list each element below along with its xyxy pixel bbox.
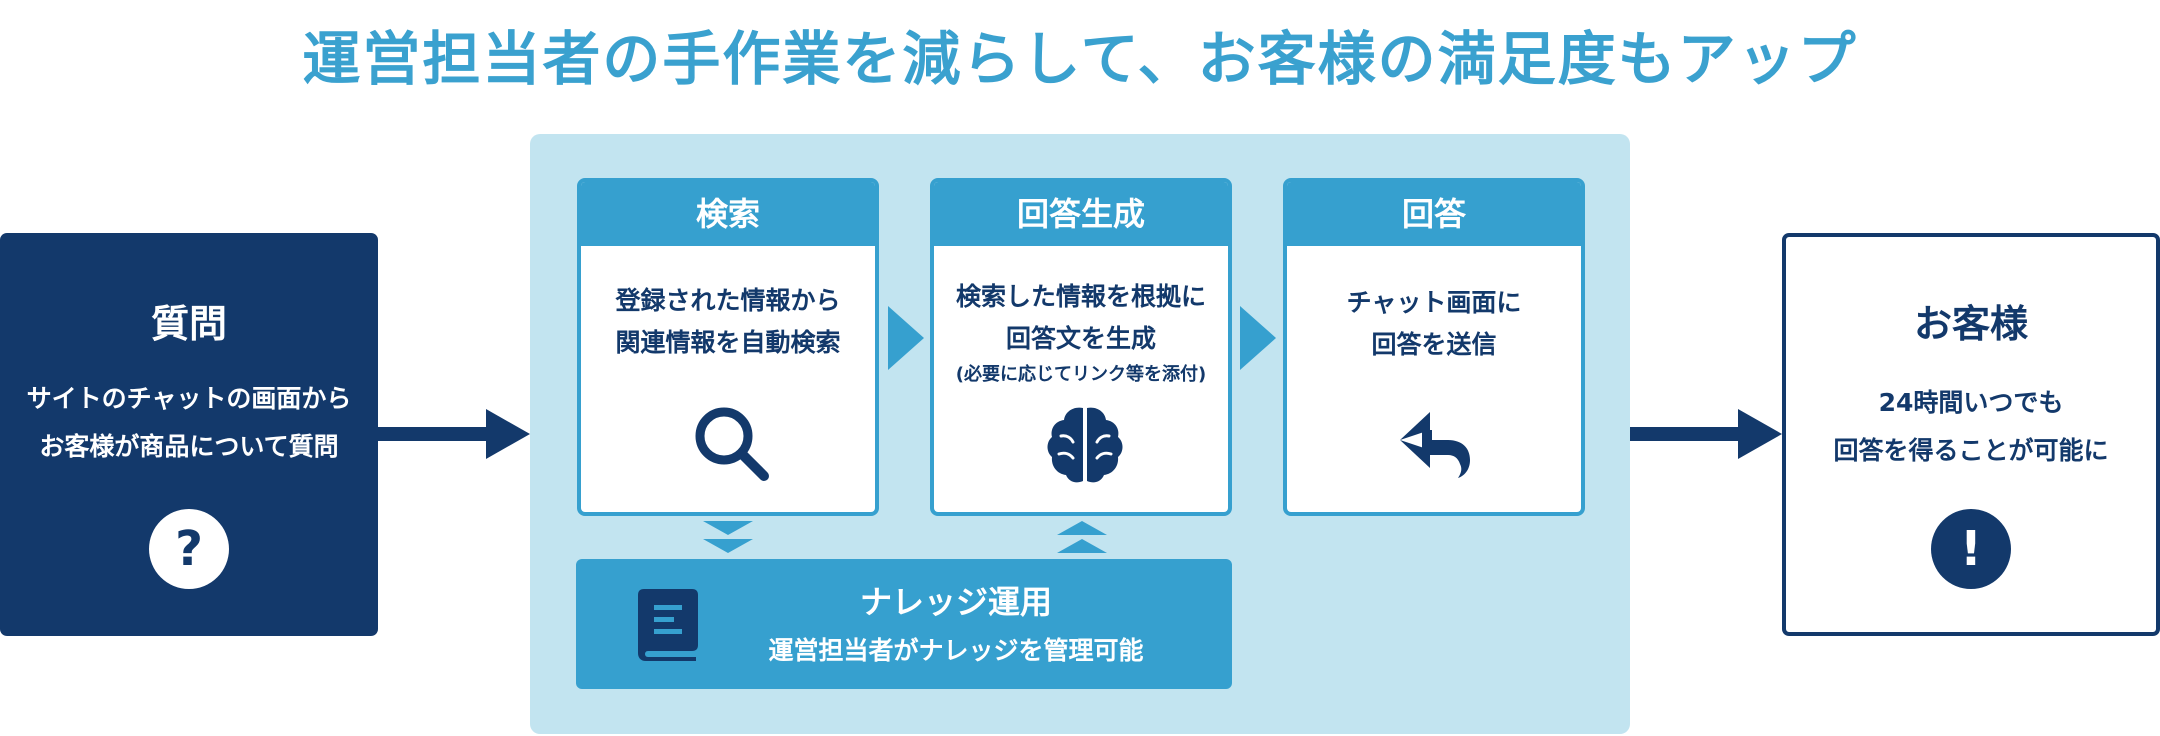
step-answer-line-1: チャット画面に	[1346, 288, 1522, 317]
step-search-description: 登録された情報から 関連情報を自動検索	[581, 280, 875, 364]
arrow-right-icon	[1630, 409, 1782, 459]
step-generate-line-1: 検索した情報を根拠に	[955, 282, 1206, 311]
knowledge-box: ナレッジ運用 運営担当者がナレッジを管理可能	[576, 559, 1232, 689]
step-answer-line-2: 回答を送信	[1371, 330, 1497, 359]
customer-description: 24時間いつでも 回答を得ることが可能に	[1786, 379, 2156, 475]
knowledge-title: ナレッジ運用	[859, 583, 1052, 621]
step-generate-line-2: 回答文を生成	[1005, 324, 1156, 353]
step-search-title: 検索	[581, 182, 875, 246]
book-icon	[638, 589, 698, 661]
exclamation-circle-icon: !	[1931, 509, 2011, 589]
chevron-up-double-icon	[1057, 521, 1107, 553]
step-answer-description: チャット画面に 回答を送信	[1287, 282, 1581, 366]
customer-line-1: 24時間いつでも	[1878, 388, 2064, 417]
knowledge-subtitle: 運営担当者がナレッジを管理可能	[768, 636, 1144, 665]
search-icon	[695, 407, 769, 481]
step-generate-description: 検索した情報を根拠に 回答文を生成 (必要に応じてリンク等を添付)	[934, 276, 1228, 390]
question-circle-icon: ?	[149, 509, 229, 589]
step-search-line-1: 登録された情報から	[615, 286, 841, 315]
arrow-right-icon	[378, 409, 530, 459]
triangle-right-icon	[1240, 306, 1276, 370]
step-answer-title: 回答	[1287, 182, 1581, 246]
brain-icon	[1047, 407, 1123, 483]
step-answer: 回答 チャット画面に 回答を送信	[1283, 178, 1585, 516]
question-line-1: サイトのチャットの画面から	[26, 384, 352, 413]
step-search-line-2: 関連情報を自動検索	[615, 328, 841, 357]
question-box: 質問 サイトのチャットの画面から お客様が商品について質問 ?	[0, 233, 378, 636]
customer-box: お客様 24時間いつでも 回答を得ることが可能に !	[1782, 233, 2160, 636]
step-generate-note: (必要に応じてリンク等を添付)	[955, 364, 1207, 385]
reply-arrow-icon	[1400, 412, 1470, 478]
triangle-right-icon	[888, 306, 924, 370]
customer-line-2: 回答を得ることが可能に	[1833, 436, 2109, 465]
step-generate-title: 回答生成	[934, 182, 1228, 246]
step-search: 検索 登録された情報から 関連情報を自動検索	[577, 178, 879, 516]
page-title: 運営担当者の手作業を減らして、お客様の満足度もアップ	[302, 25, 1858, 93]
customer-title: お客様	[1913, 302, 2028, 346]
question-description: サイトのチャットの画面から お客様が商品について質問	[0, 375, 378, 471]
chevron-down-double-icon	[703, 521, 753, 553]
question-line-2: お客様が商品について質問	[39, 432, 339, 461]
question-title: 質問	[150, 302, 227, 346]
step-generate: 回答生成 検索した情報を根拠に 回答文を生成 (必要に応じてリンク等を添付)	[930, 178, 1232, 516]
